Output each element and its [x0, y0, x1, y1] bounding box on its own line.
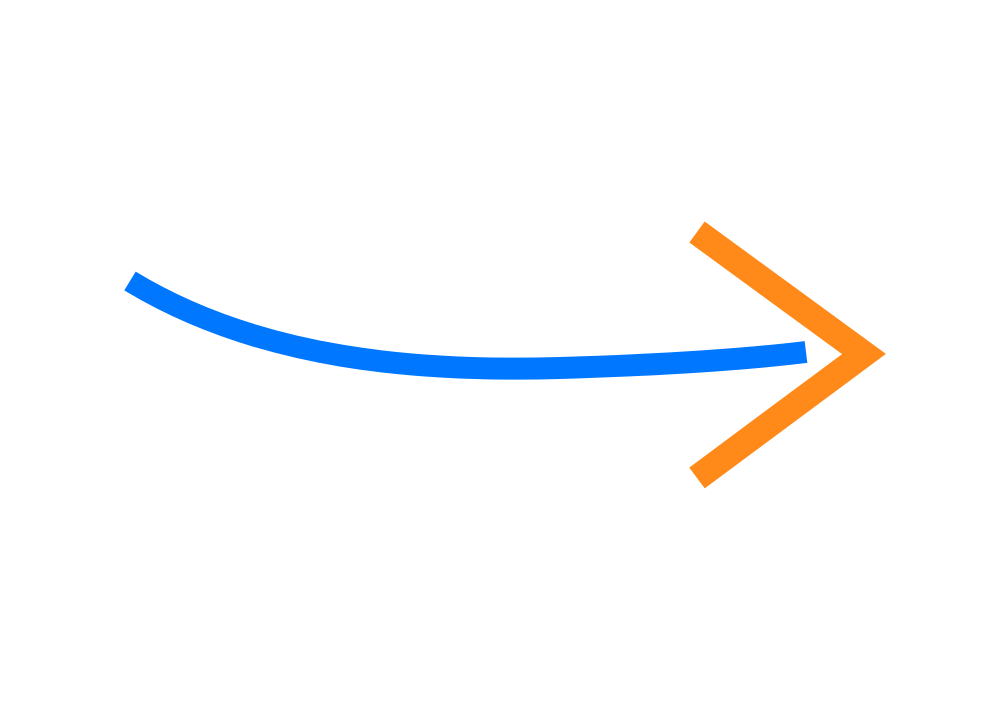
arrow-shaft [124, 271, 808, 380]
arrow-head [689, 221, 886, 489]
